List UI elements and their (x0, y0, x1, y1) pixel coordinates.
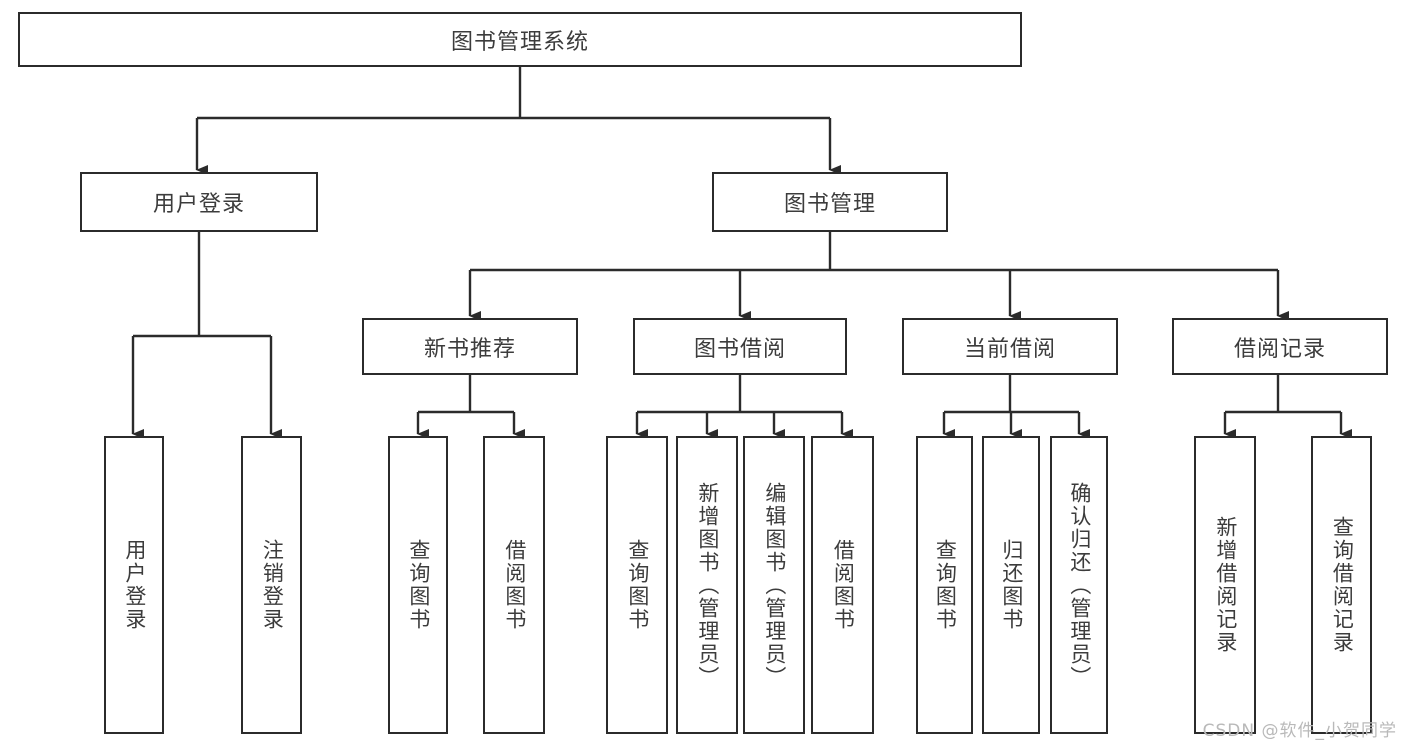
book-borrow[interactable]: 图书借阅 (633, 318, 847, 375)
leaf-borrow-book-1[interactable]: 借阅图书 (483, 436, 545, 734)
leaf-add-book-admin[interactable]: 新增图书（管理员） (676, 436, 738, 734)
node-label: 查询图书 (406, 539, 431, 631)
node-label: 新增图书（管理员） (695, 481, 720, 689)
new-book-recommend[interactable]: 新书推荐 (362, 318, 578, 375)
leaf-query-book-3[interactable]: 查询图书 (916, 436, 973, 734)
leaf-add-borrow-record[interactable]: 新增借阅记录 (1194, 436, 1256, 734)
node-label: 当前借阅 (963, 336, 1056, 362)
node-label: 编辑图书（管理员） (762, 481, 787, 689)
node-label: 借阅图书 (831, 539, 856, 631)
node-label: 借阅记录 (1233, 336, 1326, 362)
node-label: 查询图书 (625, 539, 650, 631)
node-label: 注销登录 (260, 539, 285, 631)
leaf-user-login[interactable]: 用户登录 (104, 436, 164, 734)
node-label: 用户登录 (152, 192, 245, 217)
leaf-return-book[interactable]: 归还图书 (982, 436, 1040, 734)
leaf-logout-login[interactable]: 注销登录 (241, 436, 302, 734)
leaf-query-borrow-record[interactable]: 查询借阅记录 (1311, 436, 1372, 734)
node-label: 借阅图书 (502, 539, 527, 631)
node-label: 新书推荐 (423, 336, 516, 362)
csdn-watermark: CSDN @软件_小贺同学 (1202, 721, 1397, 741)
node-label: 图书管理系统 (450, 29, 589, 55)
node-label: 确认归还（管理员） (1067, 481, 1092, 689)
leaf-edit-book-admin[interactable]: 编辑图书（管理员） (743, 436, 805, 734)
node-label: 图书管理 (783, 192, 876, 217)
leaf-query-book-2[interactable]: 查询图书 (606, 436, 668, 734)
leaf-query-book-1[interactable]: 查询图书 (388, 436, 448, 734)
root-node[interactable]: 图书管理系统 (18, 12, 1022, 67)
node-label: 归还图书 (999, 539, 1024, 631)
node-label: 新增借阅记录 (1213, 516, 1238, 654)
borrow-record[interactable]: 借阅记录 (1172, 318, 1388, 375)
node-label: 图书借阅 (693, 336, 786, 362)
node-label: 查询借阅记录 (1330, 516, 1355, 654)
leaf-borrow-book-2[interactable]: 借阅图书 (811, 436, 874, 734)
node-label: 查询图书 (933, 539, 958, 631)
node-label: 用户登录 (122, 539, 147, 631)
leaf-confirm-return-admin[interactable]: 确认归还（管理员） (1050, 436, 1108, 734)
current-borrow[interactable]: 当前借阅 (902, 318, 1118, 375)
book-manage[interactable]: 图书管理 (712, 172, 948, 232)
user-login[interactable]: 用户登录 (80, 172, 318, 232)
